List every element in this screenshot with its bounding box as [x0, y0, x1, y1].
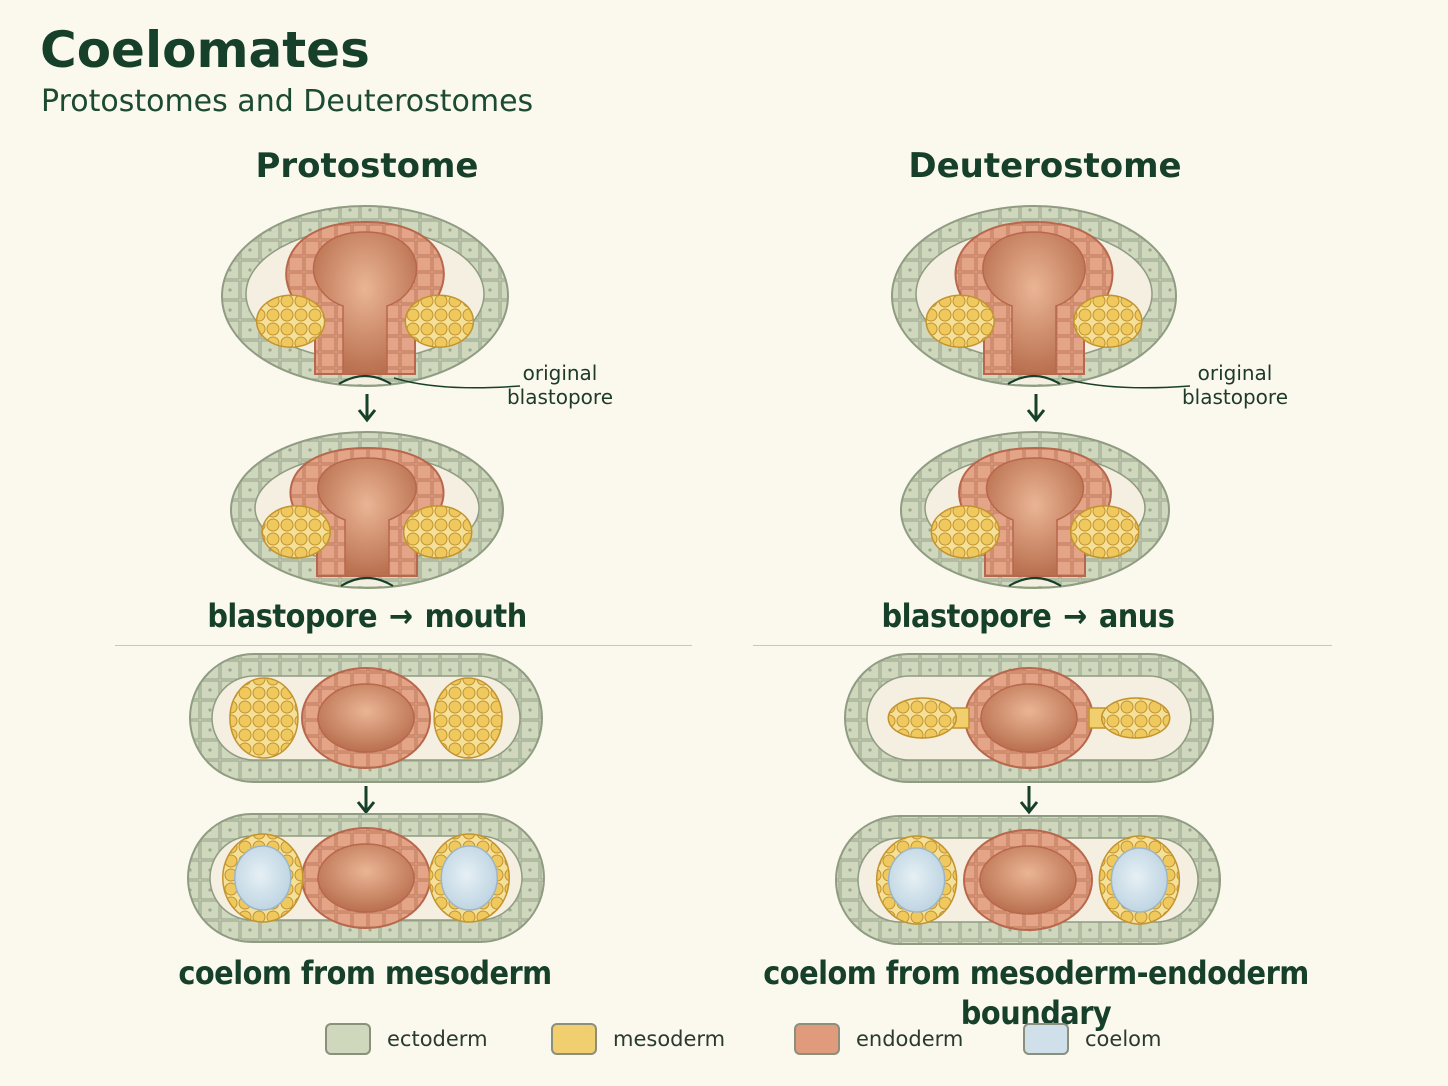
endoderm-swatch [794, 1023, 840, 1055]
deuterostome-section-coelom [835, 815, 1221, 945]
legend-item-coelom: coelom [1023, 1021, 1161, 1057]
mesoderm-cluster [1069, 505, 1140, 559]
gut-lumen [317, 683, 415, 753]
coelom-space [234, 845, 292, 911]
deuterostome-coelom-caption: coelom from mesoderm-endoderm boundary [763, 954, 1309, 1032]
coelom-space [887, 847, 946, 913]
protostome-coelom-caption: coelom from mesoderm [178, 954, 552, 992]
fate-to: anus [1098, 597, 1175, 635]
fate-from: blastopore [207, 597, 378, 635]
mesoderm-pouch [1100, 697, 1171, 739]
mesoderm-pouch [887, 697, 958, 739]
gut-lumen [317, 843, 415, 913]
arrow-head [1026, 409, 1046, 423]
mesoderm-cluster [255, 294, 326, 348]
protostome-divider [115, 645, 692, 646]
legend-item-mesoderm: mesoderm [551, 1021, 725, 1057]
legend-label: coelom [1085, 1027, 1162, 1051]
archenteron [985, 457, 1085, 577]
blastopore-leader-line [1061, 377, 1191, 389]
archenteron [982, 231, 1086, 375]
legend: ectoderm mesoderm endoderm coelom [0, 1021, 1448, 1061]
deuterostome-gastrula-late [900, 431, 1170, 589]
right-arrow-icon: → [1063, 597, 1087, 635]
archenteron [317, 457, 417, 577]
gut-lumen [979, 845, 1077, 915]
protostome-gastrula-late [230, 431, 504, 589]
protostome-heading: Protostome [255, 146, 479, 186]
mesoderm-cluster [402, 505, 473, 559]
blastopore [338, 374, 392, 385]
coelom-swatch [1023, 1023, 1069, 1055]
gut-lumen [980, 683, 1078, 753]
mesoderm-block [433, 677, 503, 759]
deuterostome-heading: Deuterostome [908, 146, 1182, 186]
legend-label: ectoderm [387, 1027, 488, 1051]
arrow-head [356, 801, 376, 815]
blastopore [1007, 374, 1061, 385]
protostome-section-mesoderm [189, 653, 543, 783]
down-arrow-icon [356, 786, 376, 815]
mesoderm-swatch [551, 1023, 597, 1055]
protostome-blastopore-label: original blastopore [506, 361, 614, 409]
deuterostome-fate-caption: blastopore → anus [678, 596, 1378, 636]
mesoderm-cluster [404, 294, 475, 348]
arrow-head [357, 409, 377, 423]
protostome-section-coelom [187, 813, 545, 943]
mesoderm-cluster [930, 505, 1001, 559]
down-arrow-icon [1019, 786, 1039, 815]
down-arrow-icon [1026, 394, 1046, 423]
fate-from: blastopore [881, 597, 1052, 635]
fate-to: mouth [424, 597, 528, 635]
mesoderm-cluster [261, 505, 332, 559]
deuterostome-blastopore-label: original blastopore [1181, 361, 1289, 409]
protostome-gastrula-early [221, 205, 509, 387]
deuterostome-divider [753, 645, 1332, 646]
legend-label: endoderm [856, 1027, 964, 1051]
blastopore [1008, 576, 1062, 587]
coelom-space [1110, 847, 1169, 913]
protostome-fate-caption: blastopore → mouth [17, 596, 717, 636]
coelom-space [440, 845, 498, 911]
archenteron [312, 231, 418, 375]
page-title: Coelomates [40, 21, 370, 79]
blastopore-leader-line [393, 377, 521, 389]
mesoderm-cluster [925, 294, 995, 348]
mesoderm-cluster [1073, 294, 1143, 348]
down-arrow-icon [357, 394, 377, 423]
right-arrow-icon: → [389, 597, 413, 635]
page-subtitle: Protostomes and Deuterostomes [41, 84, 534, 119]
ectoderm-swatch [325, 1023, 371, 1055]
arrow-head [1019, 801, 1039, 815]
legend-label: mesoderm [613, 1027, 726, 1051]
deuterostome-gastrula-early [891, 205, 1177, 387]
legend-item-endoderm: endoderm [794, 1021, 963, 1057]
mesoderm-block [229, 677, 299, 759]
deuterostome-section-outpocket [844, 653, 1214, 783]
legend-item-ectoderm: ectoderm [325, 1021, 488, 1057]
embryo-diagram [187, 205, 1221, 945]
blastopore [340, 576, 394, 587]
